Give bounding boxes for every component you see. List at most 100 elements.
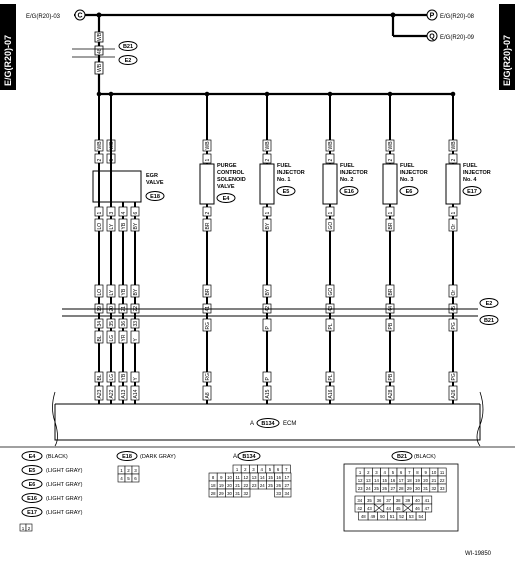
top-left-ref: E/G(R20)-03 — [26, 14, 61, 20]
legend-b21-pin: 12 — [358, 478, 363, 483]
legend-e18-cell — [131, 473, 140, 483]
egr-junction-color-bottom-box — [106, 330, 116, 344]
inj3-color-bottom-box — [385, 218, 395, 232]
egr-ecm-color: Y — [133, 377, 139, 381]
legend-e18-pin: 1 — [120, 468, 123, 473]
inj3-ecm-color-box — [385, 371, 395, 383]
legend-b21-pin: 9 — [425, 470, 428, 475]
egr-ecm-color-box — [130, 371, 140, 383]
legend-b21-pin: 54 — [419, 514, 424, 519]
inj1-pin-bottom: 1 — [265, 212, 271, 215]
legend-b134-pin: 26 — [276, 483, 281, 488]
inj4-code-callout — [462, 186, 482, 196]
node-c — [74, 9, 86, 21]
inj4-ecm-color: PG — [451, 373, 457, 380]
legend-b134-pin: 24 — [260, 483, 265, 488]
purge-code: E4 — [223, 196, 231, 202]
legend-b21-pin: 34 — [357, 498, 362, 503]
legend-e18-pin: 3 — [134, 468, 137, 473]
feed-color-top: WB — [97, 32, 103, 41]
egr-wire-color-bottom: LY — [109, 223, 115, 229]
inj2-junction-color-bottom: PL — [328, 323, 334, 329]
inj1-name-line: FUEL — [277, 163, 292, 169]
inj1-ecm-pin-box — [262, 385, 272, 401]
legend-b21-pin: 19 — [415, 478, 420, 483]
inj3-pin-top-box — [385, 153, 395, 164]
legend-b21-blank — [402, 503, 413, 513]
egr-junction-color-top-box — [130, 284, 140, 298]
egr-pin-bottom: 3 — [109, 212, 115, 215]
inj3-name-line: INJECTOR — [400, 170, 428, 176]
egr-junction-pin-top-box — [94, 303, 104, 314]
legend-connector-code: E4 — [29, 454, 37, 460]
legend-b21-pin: 50 — [380, 514, 385, 519]
legend-b21-code: B21 — [397, 454, 407, 460]
egr-ecm-color: BL — [97, 374, 103, 380]
egr-junction-pin-top-box — [118, 303, 128, 314]
inj4-ecm-color-box — [448, 371, 458, 383]
inj1-color-top-box — [262, 139, 272, 152]
feed-color-bottom: WB — [97, 63, 103, 72]
legend-b21-pin: 38 — [396, 498, 401, 503]
legend-b21-callout — [391, 451, 413, 461]
legend-e18-pin: 4 — [120, 476, 123, 481]
inj3-pin-bottom: 1 — [388, 212, 394, 215]
legend-b134-pin: 28 — [211, 491, 216, 496]
inj4-junction-color-bottom: PG — [451, 322, 457, 329]
egr-wire-color-bottom-box — [130, 218, 140, 232]
purge-color-bottom: BR — [205, 222, 211, 229]
splice-dot — [96, 91, 102, 97]
egr-ecm-pin-box — [106, 385, 116, 401]
inj2-ecm-pin: A16 — [328, 389, 334, 398]
legend-b134-pin: 32 — [244, 491, 249, 496]
egr-pin-bottom: 6 — [133, 212, 139, 215]
egr-pin-bottom: 1 — [97, 212, 103, 215]
legend-b21-cell — [415, 511, 427, 521]
inj2-color-bottom-box — [325, 218, 335, 232]
egr-wire-color-top-box — [94, 139, 104, 152]
legend-b21-pin: 3 — [375, 470, 378, 475]
inj3-color-top: WB — [388, 141, 394, 150]
egr-junction-pin-top-box — [106, 303, 116, 314]
purge-pin-top-box — [202, 153, 212, 164]
inj1-name-line: No. 1 — [277, 177, 290, 183]
egr-wire-color-bottom-box — [106, 218, 116, 232]
legend-b21-pin: 13 — [366, 478, 371, 483]
egr-pin-top: 2 — [97, 159, 103, 162]
egr-junction-color-top: LY — [109, 289, 115, 295]
legend-b21-pin: 51 — [390, 514, 395, 519]
purge-ecm-pin: A8 — [205, 392, 211, 398]
egr-ecm-pin: A22 — [109, 389, 115, 398]
egr-junction-color-top: BY — [133, 288, 139, 295]
egr-wire-color-top: WB — [97, 141, 103, 150]
feed-pin: 48 — [97, 48, 103, 54]
purge-color-top-box — [202, 139, 212, 152]
pin-box — [94, 45, 104, 56]
legend-b21-pin: 16 — [391, 478, 396, 483]
egr-pin-bottom-box — [118, 206, 128, 217]
inj3-name-line: FUEL — [400, 163, 415, 169]
legend-connector-callout — [21, 493, 43, 503]
egr-pin-top-box — [94, 153, 104, 164]
inj2-code: E16 — [344, 189, 354, 195]
legend-b134-pin: 21 — [235, 483, 240, 488]
inj2-ecm-color-box — [325, 371, 335, 383]
legend-b21-pin: 46 — [415, 506, 420, 511]
legend-b134-prefix: A: — [233, 454, 239, 460]
egr-ecm-pin: A14 — [133, 389, 139, 398]
legend-b134-pin: 2 — [244, 467, 247, 472]
purge-name-line: CONTROL — [217, 170, 245, 176]
wire-color-box — [94, 61, 104, 75]
figure-id: WI-19850 — [465, 551, 492, 557]
egr-junction-pin-bottom: 36 — [121, 321, 127, 327]
legend-b134-pin: 1 — [236, 467, 239, 472]
legend-b21-pin: 5 — [392, 470, 395, 475]
inj2-pin-bottom-box — [325, 206, 335, 217]
inj3-component-body — [382, 163, 398, 205]
legend-connector-callout — [21, 479, 43, 489]
inj2-color-top-box — [325, 139, 335, 152]
legend-b134-cell — [282, 488, 292, 498]
inj4-junction-pin-box — [448, 303, 458, 314]
